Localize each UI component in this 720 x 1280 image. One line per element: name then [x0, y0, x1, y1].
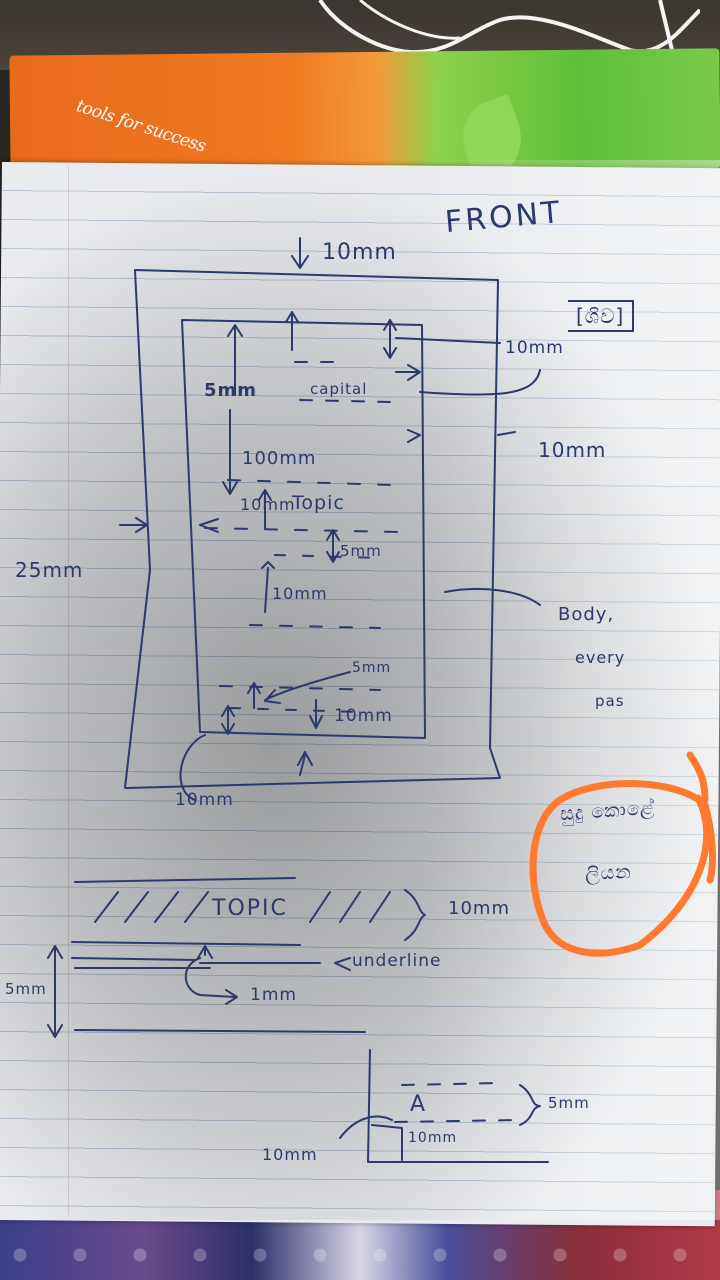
- hatch-left: [94, 891, 209, 923]
- inner-top-arrow: [227, 324, 243, 396]
- spacing-label: 5mm: [5, 980, 47, 998]
- letter-height-marker: [371, 1124, 403, 1161]
- body-dash: [249, 624, 381, 629]
- right-note-label: 10mm: [505, 338, 564, 358]
- left-inner-arrow: [199, 518, 219, 533]
- gap-dash: [274, 554, 381, 559]
- gap-5mm-label: 5mm: [340, 542, 382, 560]
- topic-gap-label: 10mm: [240, 495, 296, 514]
- inner-top-arrow-2: [285, 311, 299, 351]
- letter-height-label: 10mm: [408, 1130, 458, 1146]
- gap-5mm-arrow: [326, 529, 340, 563]
- letter-dash-mid: [394, 1119, 521, 1123]
- left-margin-label: 25mm: [15, 558, 84, 582]
- letter-axes: [367, 1049, 549, 1163]
- topic-height-brace: [404, 889, 426, 941]
- bottom-inner-arrow-2: [309, 699, 323, 729]
- letter-offset-label: 10mm: [262, 1145, 318, 1164]
- detail-top-rule: [74, 877, 296, 883]
- gap-10mm-arrow: [261, 561, 275, 613]
- topic-detail-label: TOPIC: [212, 896, 288, 921]
- bottom-margin-arrow: [297, 751, 313, 776]
- underline-arrowhead: [334, 957, 351, 971]
- gap-10mm-label: 10mm: [272, 584, 328, 603]
- inner-top-label: 5mm: [204, 380, 258, 401]
- body-note-line: [444, 587, 541, 606]
- right-top-arrow: [383, 319, 397, 359]
- bottom-margin-curve: [179, 734, 206, 801]
- outer-page-outline: [124, 269, 501, 789]
- bottom-inner-label: 10mm: [334, 706, 393, 726]
- letter-offset-pointer: [339, 1115, 393, 1139]
- body-height-label: 100mm: [242, 448, 317, 469]
- right-margin-arrow: [407, 429, 516, 443]
- gap-1mm-arrow: [197, 945, 213, 959]
- gap-5mm-b-pointer: [264, 671, 351, 704]
- body-height-arrow: [222, 409, 238, 495]
- topic-detail-height: 10mm: [448, 898, 510, 919]
- body-note-line-2: every: [575, 648, 626, 667]
- top-margin-label: 10mm: [322, 240, 397, 265]
- left-margin-arrow: [119, 517, 148, 533]
- bottom-inner-arrow: [221, 705, 235, 735]
- topic-dash-top: [227, 479, 396, 486]
- capital-label: capital: [310, 380, 368, 398]
- topic-label: Topic: [292, 492, 345, 514]
- capital-dash: [294, 361, 391, 403]
- spacing-arrow: [47, 945, 63, 1038]
- underline-label: underline: [352, 951, 442, 971]
- box-note-line: [419, 369, 541, 396]
- letter-sample: A: [410, 1092, 427, 1117]
- letter-gap-brace: [519, 1084, 541, 1126]
- right-margin-label: 10mm: [538, 438, 607, 462]
- topic-gap-arrow: [258, 489, 272, 529]
- capital-arrow: [395, 364, 421, 381]
- letter-gap-label: 5mm: [548, 1094, 590, 1112]
- inner-content-outline: [181, 319, 426, 739]
- gap-5mm-b-label: 5mm: [352, 660, 392, 676]
- light-patch: [420, 160, 720, 1220]
- detail-bottom-rule: [74, 1029, 366, 1033]
- body-note-line-3: pas: [595, 692, 625, 710]
- orange-highlight-circle: [529, 751, 716, 957]
- box-note-label: [ශිව]: [568, 300, 635, 332]
- page-margin-line: [68, 165, 69, 1215]
- hatch-right: [309, 891, 391, 923]
- body-note-line-1: Body,: [558, 604, 615, 625]
- gap-5mm-b-arrow: [247, 682, 261, 709]
- gap-1mm-label: 1mm: [250, 985, 297, 1005]
- letter-dash-top: [401, 1082, 501, 1086]
- circled-note-line-2: ලියන: [584, 860, 633, 886]
- pointer-line-1: [395, 337, 501, 344]
- top-margin-arrow: [291, 237, 309, 269]
- underline-rule-1: [71, 941, 301, 946]
- bottom-margin-label: 10mm: [175, 790, 234, 810]
- gap-1mm-curve: [184, 957, 238, 1005]
- topic-dash-bottom: [204, 527, 401, 533]
- bottom-dash-2: [229, 707, 361, 713]
- hand-shadow: [0, 160, 720, 1220]
